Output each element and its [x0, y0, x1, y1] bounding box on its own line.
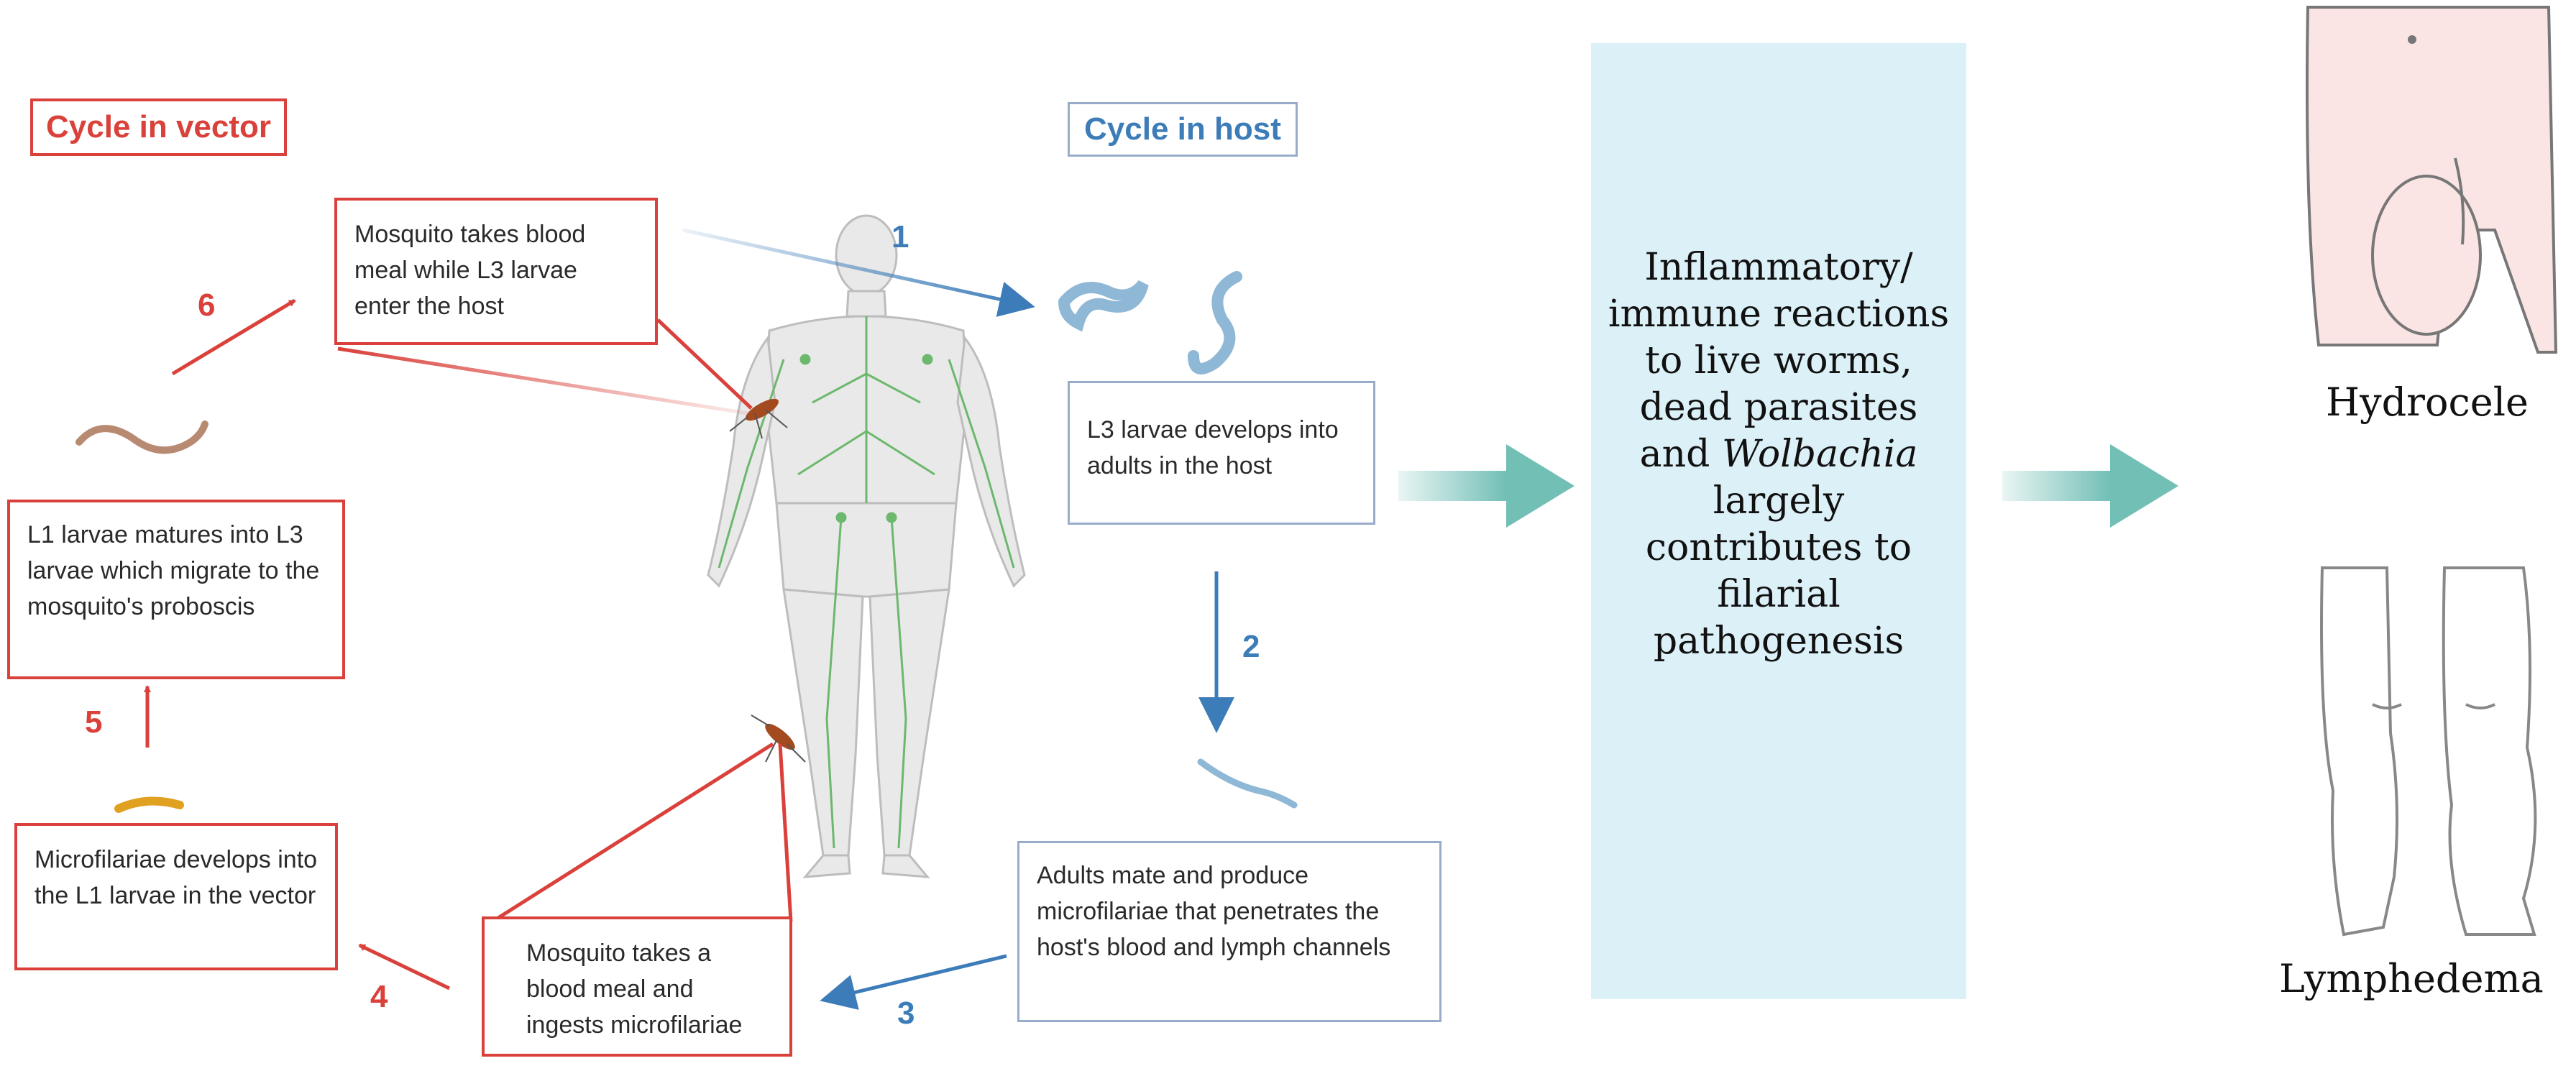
pathogenesis-text-after: largely contributes to filarial pathogen…: [1645, 479, 1912, 663]
arrow-4: [358, 943, 451, 990]
connector-line-bottom-2: [778, 743, 793, 922]
pathogenesis-text-before: Inflammatory/ immune reactions to live w…: [1608, 246, 1950, 476]
hydrocele-label: Hydrocele: [2326, 380, 2529, 425]
adult-worm-icon-1: [1058, 280, 1149, 332]
vector-step-text-2: L1 larvae matures into L3 larvae which m…: [27, 521, 320, 620]
host-step-text-1: L3 larvae develops into adults in the ho…: [1087, 416, 1339, 479]
vector-step-text-4: Mosquito takes a blood meal and ingests …: [526, 939, 743, 1039]
connector-line-bottom: [491, 742, 774, 924]
pathogenesis-text: Inflammatory/ immune reactions to live w…: [1605, 244, 1952, 665]
l1-larva-icon: [114, 796, 184, 813]
host-step-box-2: Adults mate and produce microfilariae th…: [1017, 841, 1441, 1022]
arrow-1: [682, 228, 1035, 317]
adult-worm-icon-2: [1188, 271, 1242, 374]
arrow-number-4: 4: [370, 979, 388, 1014]
mosquito-icon-bottom: [751, 714, 806, 763]
cycle-in-vector-title: Cycle in vector: [30, 98, 288, 156]
vector-step-text-1: Mosquito takes blood meal while L3 larva…: [354, 221, 586, 320]
vector-step-box-2: L1 larvae matures into L3 larvae which m…: [7, 500, 345, 679]
connector-line-top-2: [656, 318, 753, 410]
vector-step-text-3: Microfilariae develops into the L1 larva…: [35, 846, 318, 909]
vector-step-box-3: Microfilariae develops into the L1 larva…: [14, 823, 338, 970]
microfilaria-icon-host: [1197, 758, 1298, 809]
host-step-text-2: Adults mate and produce microfilariae th…: [1037, 862, 1391, 961]
arrow-number-1: 1: [891, 219, 909, 254]
lymphedema-label: Lymphedema: [2279, 956, 2544, 1001]
arrow-3: [820, 954, 1007, 1010]
vector-step-box-4: Mosquito takes a blood meal and ingests …: [482, 916, 792, 1057]
vector-step-box-1: Mosquito takes blood meal while L3 larva…: [334, 198, 658, 345]
lymphedema-illustration: [2320, 566, 2537, 937]
lymph-vessels-icon: [718, 316, 1015, 849]
human-body-icon: [707, 214, 1026, 878]
host-step-box-1: L3 larvae develops into adults in the ho…: [1068, 381, 1375, 525]
teal-arrow-left: [1398, 444, 1575, 528]
l3-larva-icon: [75, 420, 208, 454]
arrow-number-2: 2: [1242, 629, 1260, 664]
arrow-number-5: 5: [85, 704, 103, 740]
arrow-number-6: 6: [198, 288, 216, 323]
arrow-6: [171, 298, 296, 376]
teal-arrow-right: [2002, 444, 2178, 528]
mosquito-icon-top: [729, 398, 788, 439]
arrow-number-3: 3: [897, 996, 915, 1031]
wolbachia-text: Wolbachia: [1721, 433, 1918, 476]
cycle-in-host-title: Cycle in host: [1068, 102, 1298, 157]
connector-line-top: [337, 346, 748, 415]
pathogenesis-panel: Inflammatory/ immune reactions to live w…: [1591, 43, 1966, 999]
hydrocele-illustration: [2306, 6, 2558, 354]
